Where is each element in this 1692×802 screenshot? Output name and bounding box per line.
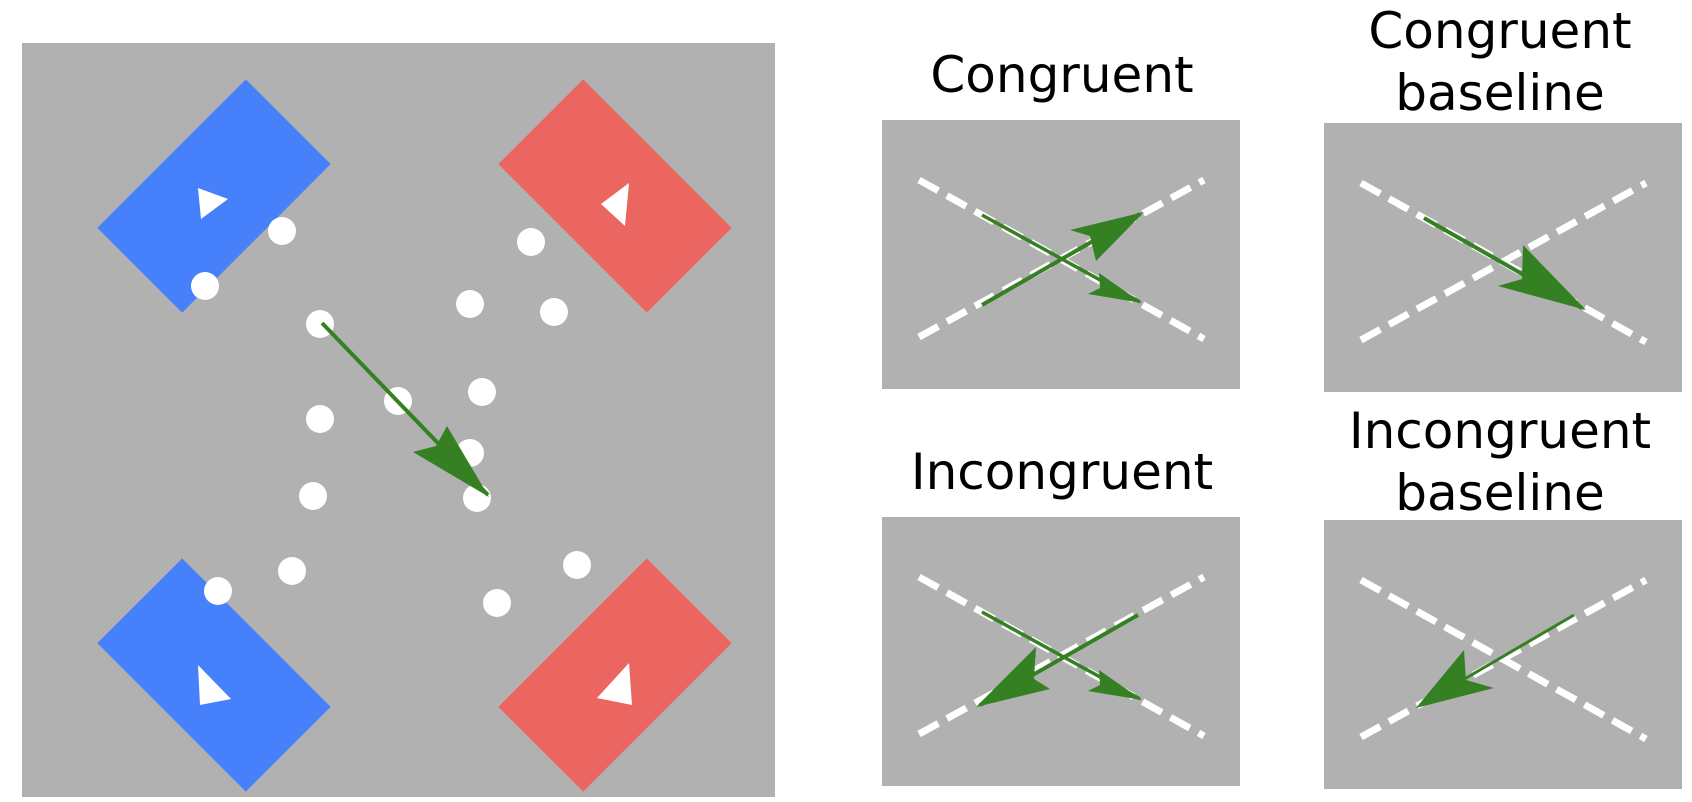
- dot: [299, 482, 327, 510]
- congruent-svg: [917, 176, 1206, 343]
- condition-title-congruent-baseline: Congruent baseline: [1320, 0, 1680, 124]
- condition-title-line2: baseline: [1395, 64, 1605, 122]
- dot: [306, 405, 334, 433]
- motion-arrowhead-icon: [1088, 273, 1142, 303]
- condition-title-line1: Incongruent: [910, 443, 1214, 501]
- condition-title-line1: Incongruent: [1348, 402, 1652, 460]
- condition-title-incongruent-baseline: Incongruent baseline: [1320, 400, 1680, 524]
- motion-arrowhead-icon: [413, 426, 489, 497]
- red-block: [498, 558, 732, 792]
- incongruent-baseline-svg: [1359, 576, 1648, 743]
- motion-arrowhead-icon: [1070, 212, 1144, 261]
- dot: [191, 272, 219, 300]
- dot: [483, 589, 511, 617]
- dot: [468, 378, 496, 406]
- arrowhead-icon: [198, 188, 228, 219]
- dot: [456, 290, 484, 318]
- congruent-baseline-panel: [1324, 123, 1682, 392]
- condition-title-congruent: Congruent: [882, 44, 1242, 106]
- congruent-baseline-svg: [1359, 179, 1648, 346]
- dashed-path: [1359, 576, 1648, 741]
- dot: [268, 217, 296, 245]
- arrowhead-icon: [597, 663, 632, 705]
- red-block-rect: [498, 558, 732, 792]
- motion-arrowhead-icon: [1416, 650, 1494, 708]
- condition-title-incongruent: Incongruent: [882, 441, 1242, 503]
- blue-block-rect: [97, 558, 331, 792]
- incongruent-baseline-panel: [1324, 520, 1682, 789]
- dot: [278, 557, 306, 585]
- condition-title-line2: baseline: [1395, 464, 1605, 522]
- blue-block: [97, 558, 331, 792]
- dot: [204, 577, 232, 605]
- motion-arrowhead-icon: [1088, 670, 1142, 700]
- motion-arrowhead-icon: [976, 647, 1050, 707]
- red-block: [498, 79, 732, 313]
- arrowhead-icon: [198, 665, 231, 705]
- incongruent-panel: [882, 517, 1240, 786]
- dot-field: [191, 217, 591, 617]
- incongruent-svg: [917, 573, 1206, 740]
- blue-block: [97, 79, 331, 313]
- main-stimulus-panel: [22, 43, 775, 797]
- condition-title-line1: Congruent: [930, 46, 1194, 104]
- condition-title-line1: Congruent: [1368, 2, 1632, 60]
- main-stimulus-svg: [97, 79, 732, 792]
- congruent-panel: [882, 120, 1240, 389]
- motion-arrowhead-icon: [1498, 245, 1586, 310]
- dot: [563, 551, 591, 579]
- dot: [517, 228, 545, 256]
- dot: [540, 298, 568, 326]
- arrowhead-icon: [601, 183, 629, 226]
